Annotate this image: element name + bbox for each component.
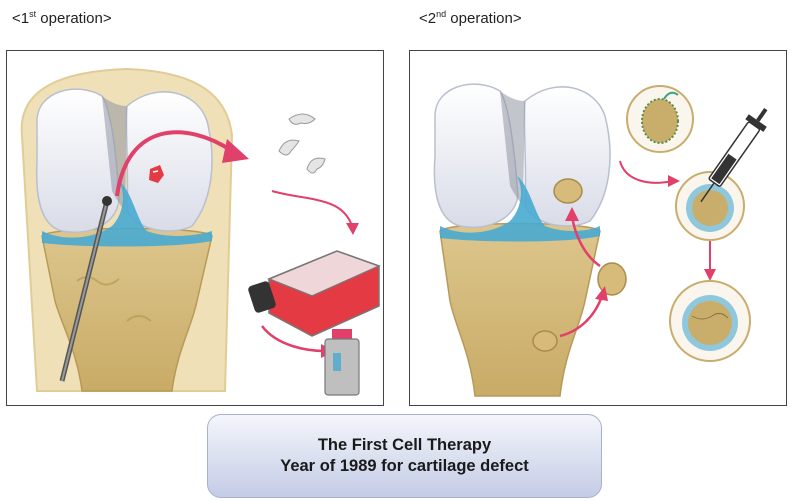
knee-joint-illustration	[434, 84, 610, 396]
repaired-defect-circle	[670, 281, 750, 361]
to-injection-arrowhead	[668, 175, 680, 187]
caption-title: The First Cell Therapy	[318, 435, 491, 456]
periosteum-patch	[533, 331, 557, 351]
culture-arrowhead	[346, 223, 359, 235]
knee-joint-illustration	[22, 69, 232, 391]
first-operation-label: <1st operation>	[12, 9, 112, 27]
cell-injection-circle	[676, 172, 744, 240]
culture-arrow	[272, 191, 352, 226]
cartilage-fragments	[279, 114, 325, 173]
second-operation-panel	[409, 50, 787, 406]
culture-flask	[247, 251, 379, 336]
caption-box: The First Cell Therapy Year of 1989 for …	[207, 414, 602, 498]
cell-vial	[325, 329, 359, 395]
to-injection-arrow	[620, 161, 672, 183]
second-operation-label: <2nd operation>	[419, 9, 522, 27]
sutured-patch-circle	[627, 86, 693, 152]
first-operation-panel	[6, 50, 384, 406]
to-result-arrowhead	[704, 269, 716, 281]
caption-subtitle: Year of 1989 for cartilage defect	[280, 456, 529, 477]
